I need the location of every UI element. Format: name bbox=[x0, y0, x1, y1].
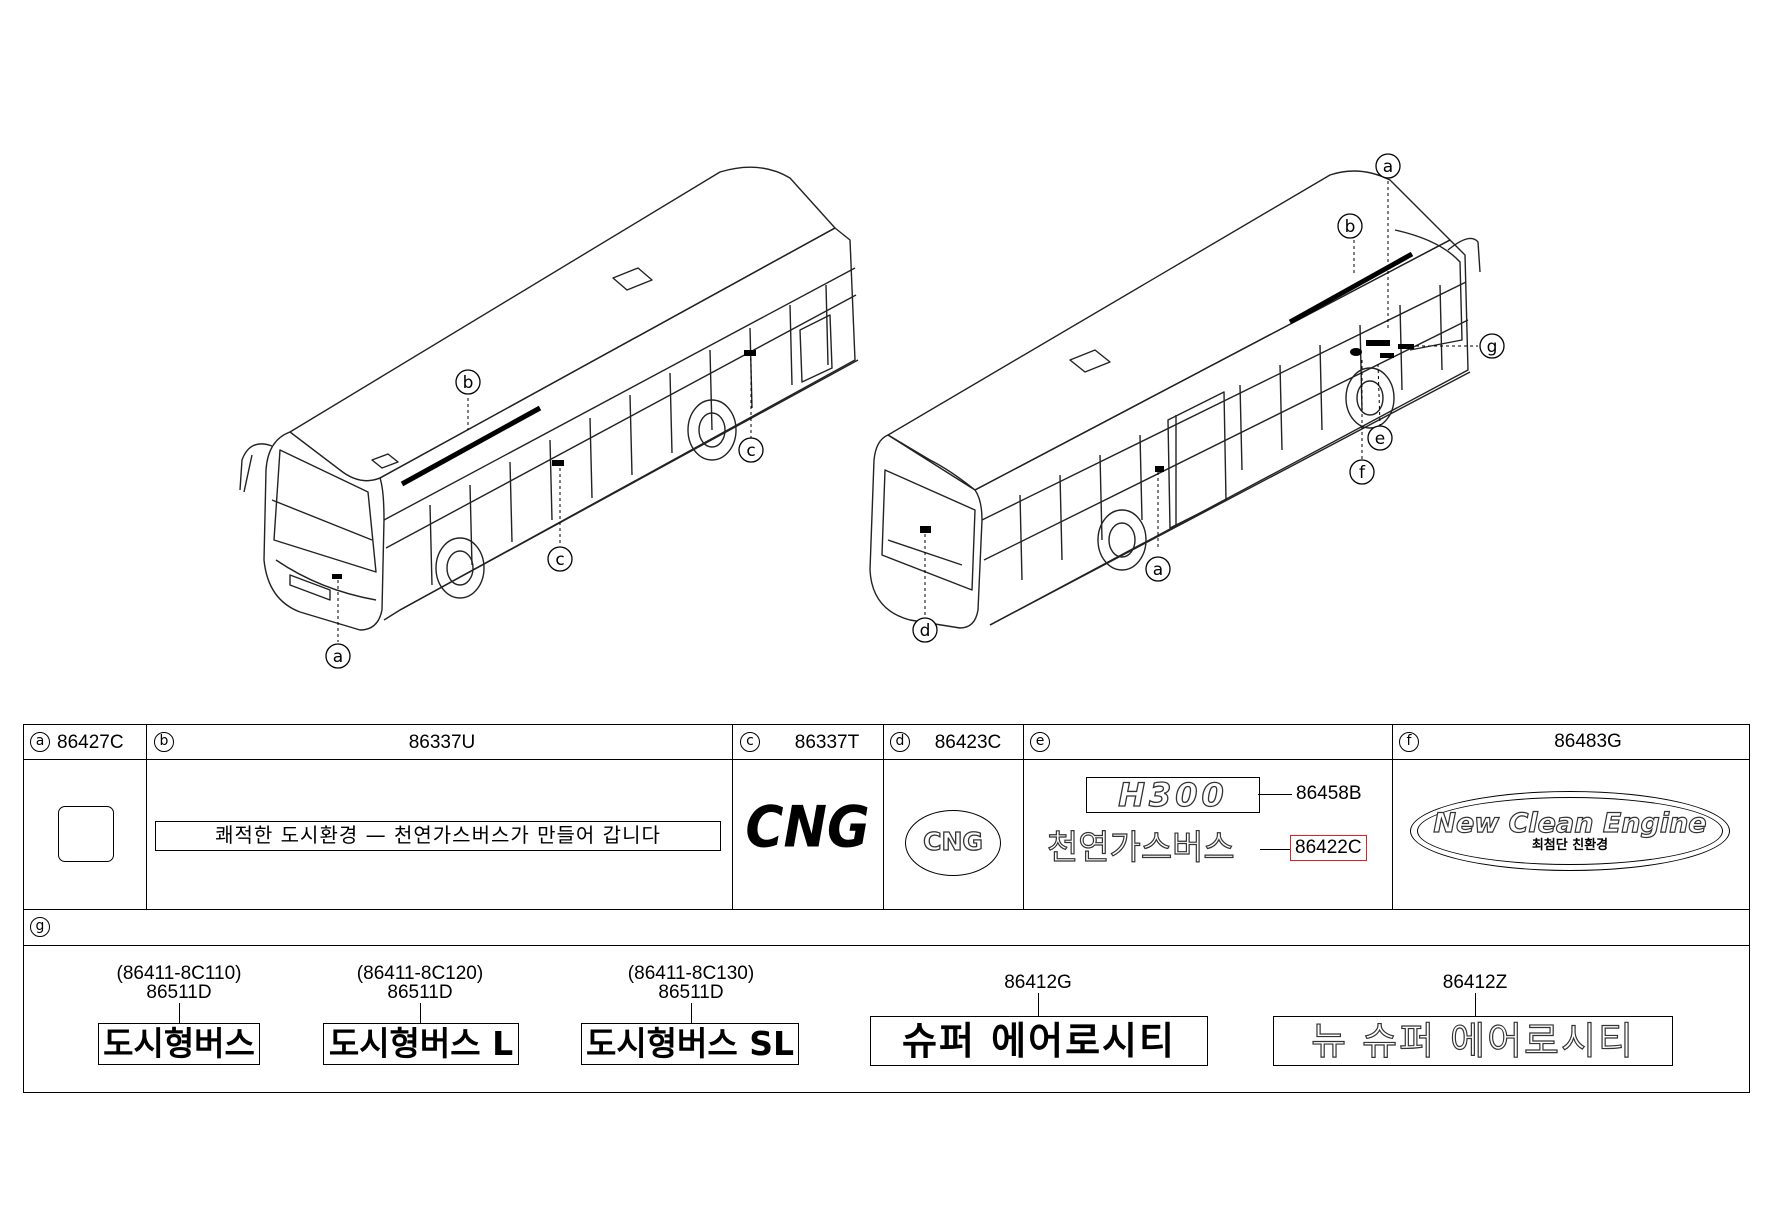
city-bus-decal: 도시형버스 bbox=[98, 1023, 260, 1065]
legend-letter-g: g bbox=[30, 917, 50, 937]
alt-part-3: (86411-8C130) bbox=[627, 963, 755, 984]
cng-oval-emblem: CNG bbox=[905, 810, 1001, 876]
city-bus-l-decal: 도시형버스 L bbox=[323, 1023, 519, 1065]
part-number-86458b: 86458B bbox=[1296, 783, 1362, 804]
part-number-b: 86337U bbox=[408, 732, 476, 753]
front-callout-b: b bbox=[455, 369, 481, 395]
part-number-86412g: 86412G bbox=[1004, 972, 1072, 993]
svg-text:c: c bbox=[746, 441, 755, 461]
legend-letter-d: d bbox=[890, 732, 910, 752]
super-aerocity-decal: 슈퍼 에어로시티 bbox=[870, 1016, 1208, 1066]
slogan-stripe-label: 쾌적한 도시환경 — 천연가스버스가 만들어 갑니다 bbox=[155, 821, 721, 851]
rear-callout-b: b bbox=[1337, 213, 1363, 239]
front-callout-a: a bbox=[325, 643, 351, 669]
part-number-f: 86483G bbox=[1554, 731, 1622, 752]
bus-illustration: a b c c a b g e f a d bbox=[239, 153, 1505, 669]
rear-callout-a1: a bbox=[1375, 153, 1401, 179]
front-bus-drawing bbox=[239, 166, 859, 631]
svg-text:f: f bbox=[1359, 463, 1366, 483]
part-number-c: 86337T bbox=[794, 732, 860, 753]
svg-text:a: a bbox=[1383, 157, 1393, 177]
svg-text:a: a bbox=[1153, 560, 1163, 580]
h300-badge: H300 bbox=[1086, 777, 1260, 813]
rear-callout-d: d bbox=[912, 617, 938, 643]
h300-badge-text: H300 bbox=[1118, 776, 1228, 814]
svg-text:g: g bbox=[1487, 337, 1498, 357]
legend-letter-a: a bbox=[30, 732, 50, 752]
part-number-86412z: 86412Z bbox=[1442, 972, 1508, 993]
svg-text:d: d bbox=[920, 621, 931, 641]
new-clean-engine-subtext: 최첨단 친환경 bbox=[1531, 838, 1609, 853]
legend-letter-b: b bbox=[154, 732, 174, 752]
rear-callout-f: f bbox=[1349, 459, 1375, 485]
rear-callout-a2: a bbox=[1145, 556, 1171, 582]
part-number-g1: 86511D bbox=[146, 982, 212, 1003]
svg-text:a: a bbox=[333, 647, 343, 667]
legend-letter-e: e bbox=[1030, 732, 1050, 752]
part-number-g3: 86511D bbox=[658, 982, 724, 1003]
svg-text:e: e bbox=[1375, 429, 1385, 449]
front-callout-c1: c bbox=[547, 546, 573, 572]
svg-text:c: c bbox=[555, 550, 564, 570]
alt-part-1: (86411-8C110) bbox=[116, 963, 242, 984]
part-number-86422c: 86422C bbox=[1290, 835, 1367, 861]
new-clean-engine-text: New Clean Engine bbox=[1433, 808, 1707, 839]
blank-label-a bbox=[58, 806, 114, 862]
cng-decal-text: CNG bbox=[745, 795, 870, 861]
front-callout-c2: c bbox=[738, 437, 764, 463]
cng-emblem-text: CNG bbox=[922, 827, 983, 856]
rear-bus-drawing bbox=[869, 170, 1481, 629]
part-number-a: 86427C bbox=[57, 732, 124, 753]
new-super-aerocity-decal: 뉴 슈퍼 에어로시티 bbox=[1273, 1016, 1673, 1066]
parts-legend-table: a 86427C b 86337U c 86337T d 86423C e f … bbox=[23, 724, 1750, 1093]
svg-text:b: b bbox=[1345, 217, 1356, 237]
alt-part-2: (86411-8C120) bbox=[356, 963, 484, 984]
new-clean-engine-emblem: New Clean Engine 최첨단 친환경 bbox=[1410, 791, 1730, 871]
cng-bus-korean-badge: 천연가스버스 bbox=[1046, 827, 1235, 868]
svg-text:b: b bbox=[463, 373, 474, 393]
rear-callout-e: e bbox=[1367, 425, 1393, 451]
legend-letter-f: f bbox=[1399, 732, 1419, 752]
part-number-d: 86423C bbox=[934, 732, 1002, 753]
part-number-g2: 86511D bbox=[387, 982, 453, 1003]
legend-letter-c: c bbox=[740, 732, 760, 752]
city-bus-sl-decal: 도시형버스 SL bbox=[581, 1023, 799, 1065]
rear-callout-g: g bbox=[1479, 333, 1505, 359]
